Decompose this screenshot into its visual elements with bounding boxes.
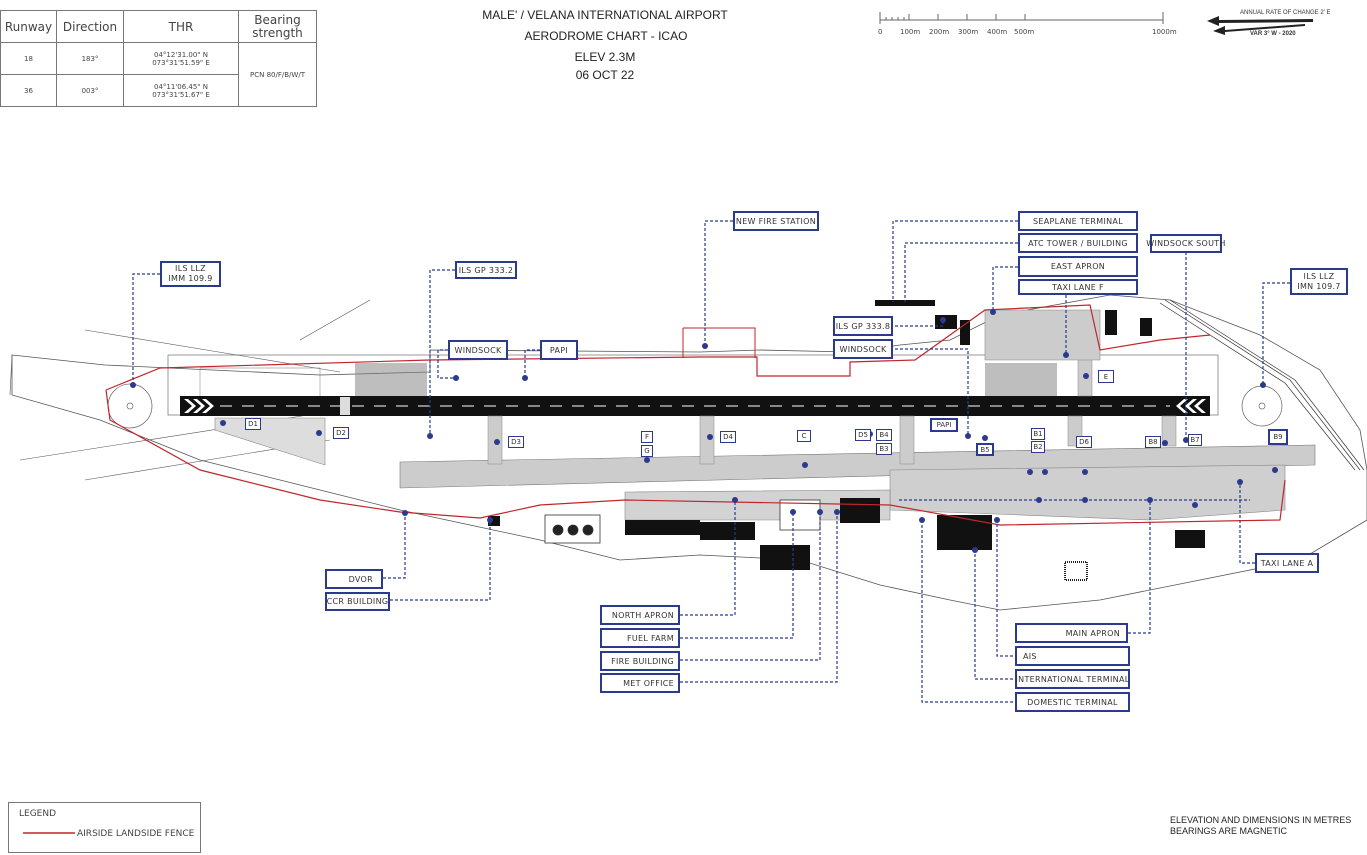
taxiway-b5-label: B5 [976, 443, 994, 456]
international-terminal-label: INTERNATIONAL TERMINAL [1015, 669, 1130, 689]
north-apron-label: NORTH APRON [600, 605, 680, 625]
taxiway-d1-label: D1 [245, 418, 261, 430]
thr-lon: 073°31'51.67" E [152, 90, 210, 99]
ils-gp-332-label: ILS GP 333.2 [455, 261, 517, 279]
scale-label: 1000m [1152, 28, 1177, 36]
taxiway-b9-label: B9 [1268, 429, 1288, 445]
taxiway-e-label: E [1098, 370, 1114, 383]
fence-line-icon [23, 832, 75, 834]
fuel-farm-label: FUEL FARM [600, 628, 680, 648]
taxi-lane-f-label: TAXI LANE F [1018, 279, 1138, 295]
taxiway-b3-label: B3 [876, 443, 892, 455]
magvar-arrow-icon [1207, 16, 1313, 35]
chart-notes: ELEVATION AND DIMENSIONS IN METRES BEARI… [1170, 815, 1351, 837]
scale-bar [879, 12, 1164, 24]
taxiway-c-label: C [797, 430, 811, 442]
scale-label: 200m [929, 28, 950, 36]
windsock-east-label: WINDSOCK [833, 339, 893, 359]
ais-label: AIS [1015, 646, 1130, 666]
thr-lon: 073°31'51.59" E [152, 58, 210, 67]
elevation: ELEV 2.3M [574, 50, 636, 64]
taxiway-d4-label: D4 [720, 431, 736, 443]
note-line: BEARINGS ARE MAGNETIC [1170, 826, 1288, 836]
runway-table: Runway Direction THR Bearing strength 18… [0, 10, 317, 107]
scale-label: 400m [987, 28, 1008, 36]
taxiway-b8-label: B8 [1145, 436, 1161, 448]
taxi-lane-a-label: TAXI LANE A [1255, 553, 1319, 573]
east-apron-label: EAST APRON [1018, 256, 1138, 277]
seaplane-terminal-label: SEAPLANE TERMINAL [1018, 211, 1138, 231]
taxiway-b2-label: B2 [1031, 441, 1045, 453]
taxiway-d3-label: D3 [508, 436, 524, 448]
taxiway-d6-label: D6 [1076, 436, 1092, 448]
thr-lat: 04°12'31.00" N [154, 50, 208, 59]
note-line: ELEVATION AND DIMENSIONS IN METRES [1170, 815, 1352, 825]
table-cell: 003° [56, 74, 124, 107]
legend-item: AIRSIDE LANDSIDE FENCE [77, 829, 195, 839]
chart-title: MALE' / VELANA INTERNATIONAL AIRPORT [482, 8, 728, 22]
label-text: ILS LLZ [175, 264, 206, 273]
ils-gp-338-label: ILS GP 333.8 [833, 316, 893, 336]
chart-date: 06 OCT 22 [575, 68, 635, 82]
ils-llz-south-label: ILS LLZ IMN 109.7 [1290, 268, 1348, 295]
fire-building-label: FIRE BUILDING [600, 651, 680, 671]
met-office-label: MET OFFICE [600, 673, 680, 693]
taxiway-d5-label: D5 [855, 429, 871, 441]
taxiway-b1-label: B1 [1031, 428, 1045, 440]
chart-subtitle: AERODROME CHART - ICAO [524, 29, 688, 43]
taxiway-b7-label: B7 [1188, 434, 1202, 446]
label-text: IMN 109.7 [1297, 281, 1341, 291]
label-text: IMM 109.9 [168, 274, 213, 283]
label-text: ILS LLZ [1303, 271, 1335, 281]
atc-tower-label: ATC TOWER / BUILDING [1018, 233, 1138, 253]
dvor-label: DVOR [325, 569, 383, 589]
papi-west-label: PAPI [540, 340, 578, 360]
scale-label: 500m [1014, 28, 1035, 36]
table-cell: 183° [56, 42, 124, 75]
taxiway-b4-label: B4 [876, 429, 892, 441]
domestic-terminal-label: DOMESTIC TERMINAL [1015, 692, 1130, 712]
magnetic-variation: VAR 3° W - 2020 [1250, 31, 1296, 37]
legend: LEGEND AIRSIDE LANDSIDE FENCE [8, 802, 201, 853]
scale-label: 0 [878, 28, 883, 36]
taxiway-f-label: F [641, 431, 653, 443]
table-header: Bearing strength [238, 10, 317, 43]
thr-lat: 04°11'06.45" N [154, 82, 208, 91]
papi-east-label: PAPI [930, 418, 958, 432]
table-header: Direction [56, 10, 124, 43]
scale-label: 100m [900, 28, 921, 36]
new-fire-station-label: NEW FIRE STATION [733, 211, 819, 231]
taxiway-g-label: G [641, 445, 653, 457]
main-apron-label: MAIN APRON [1015, 623, 1128, 643]
windsock-west-label: WINDSOCK [448, 340, 508, 360]
table-cell: 36 [0, 74, 57, 107]
legend-title: LEGEND [19, 809, 57, 819]
taxiway-d2-label: D2 [333, 427, 349, 439]
scale-label: 300m [958, 28, 979, 36]
table-header: Runway [0, 10, 57, 43]
ccr-building-label: CCR BUILDING [325, 592, 390, 611]
windsock-south-label: WINDSOCK SOUTH [1146, 234, 1225, 253]
annual-rate: ANNUAL RATE OF CHANGE 2' E [1240, 10, 1331, 16]
ils-llz-north-label: ILS LLZ IMM 109.9 [160, 261, 221, 287]
table-cell: PCN 80/F/B/W/T [238, 42, 317, 107]
